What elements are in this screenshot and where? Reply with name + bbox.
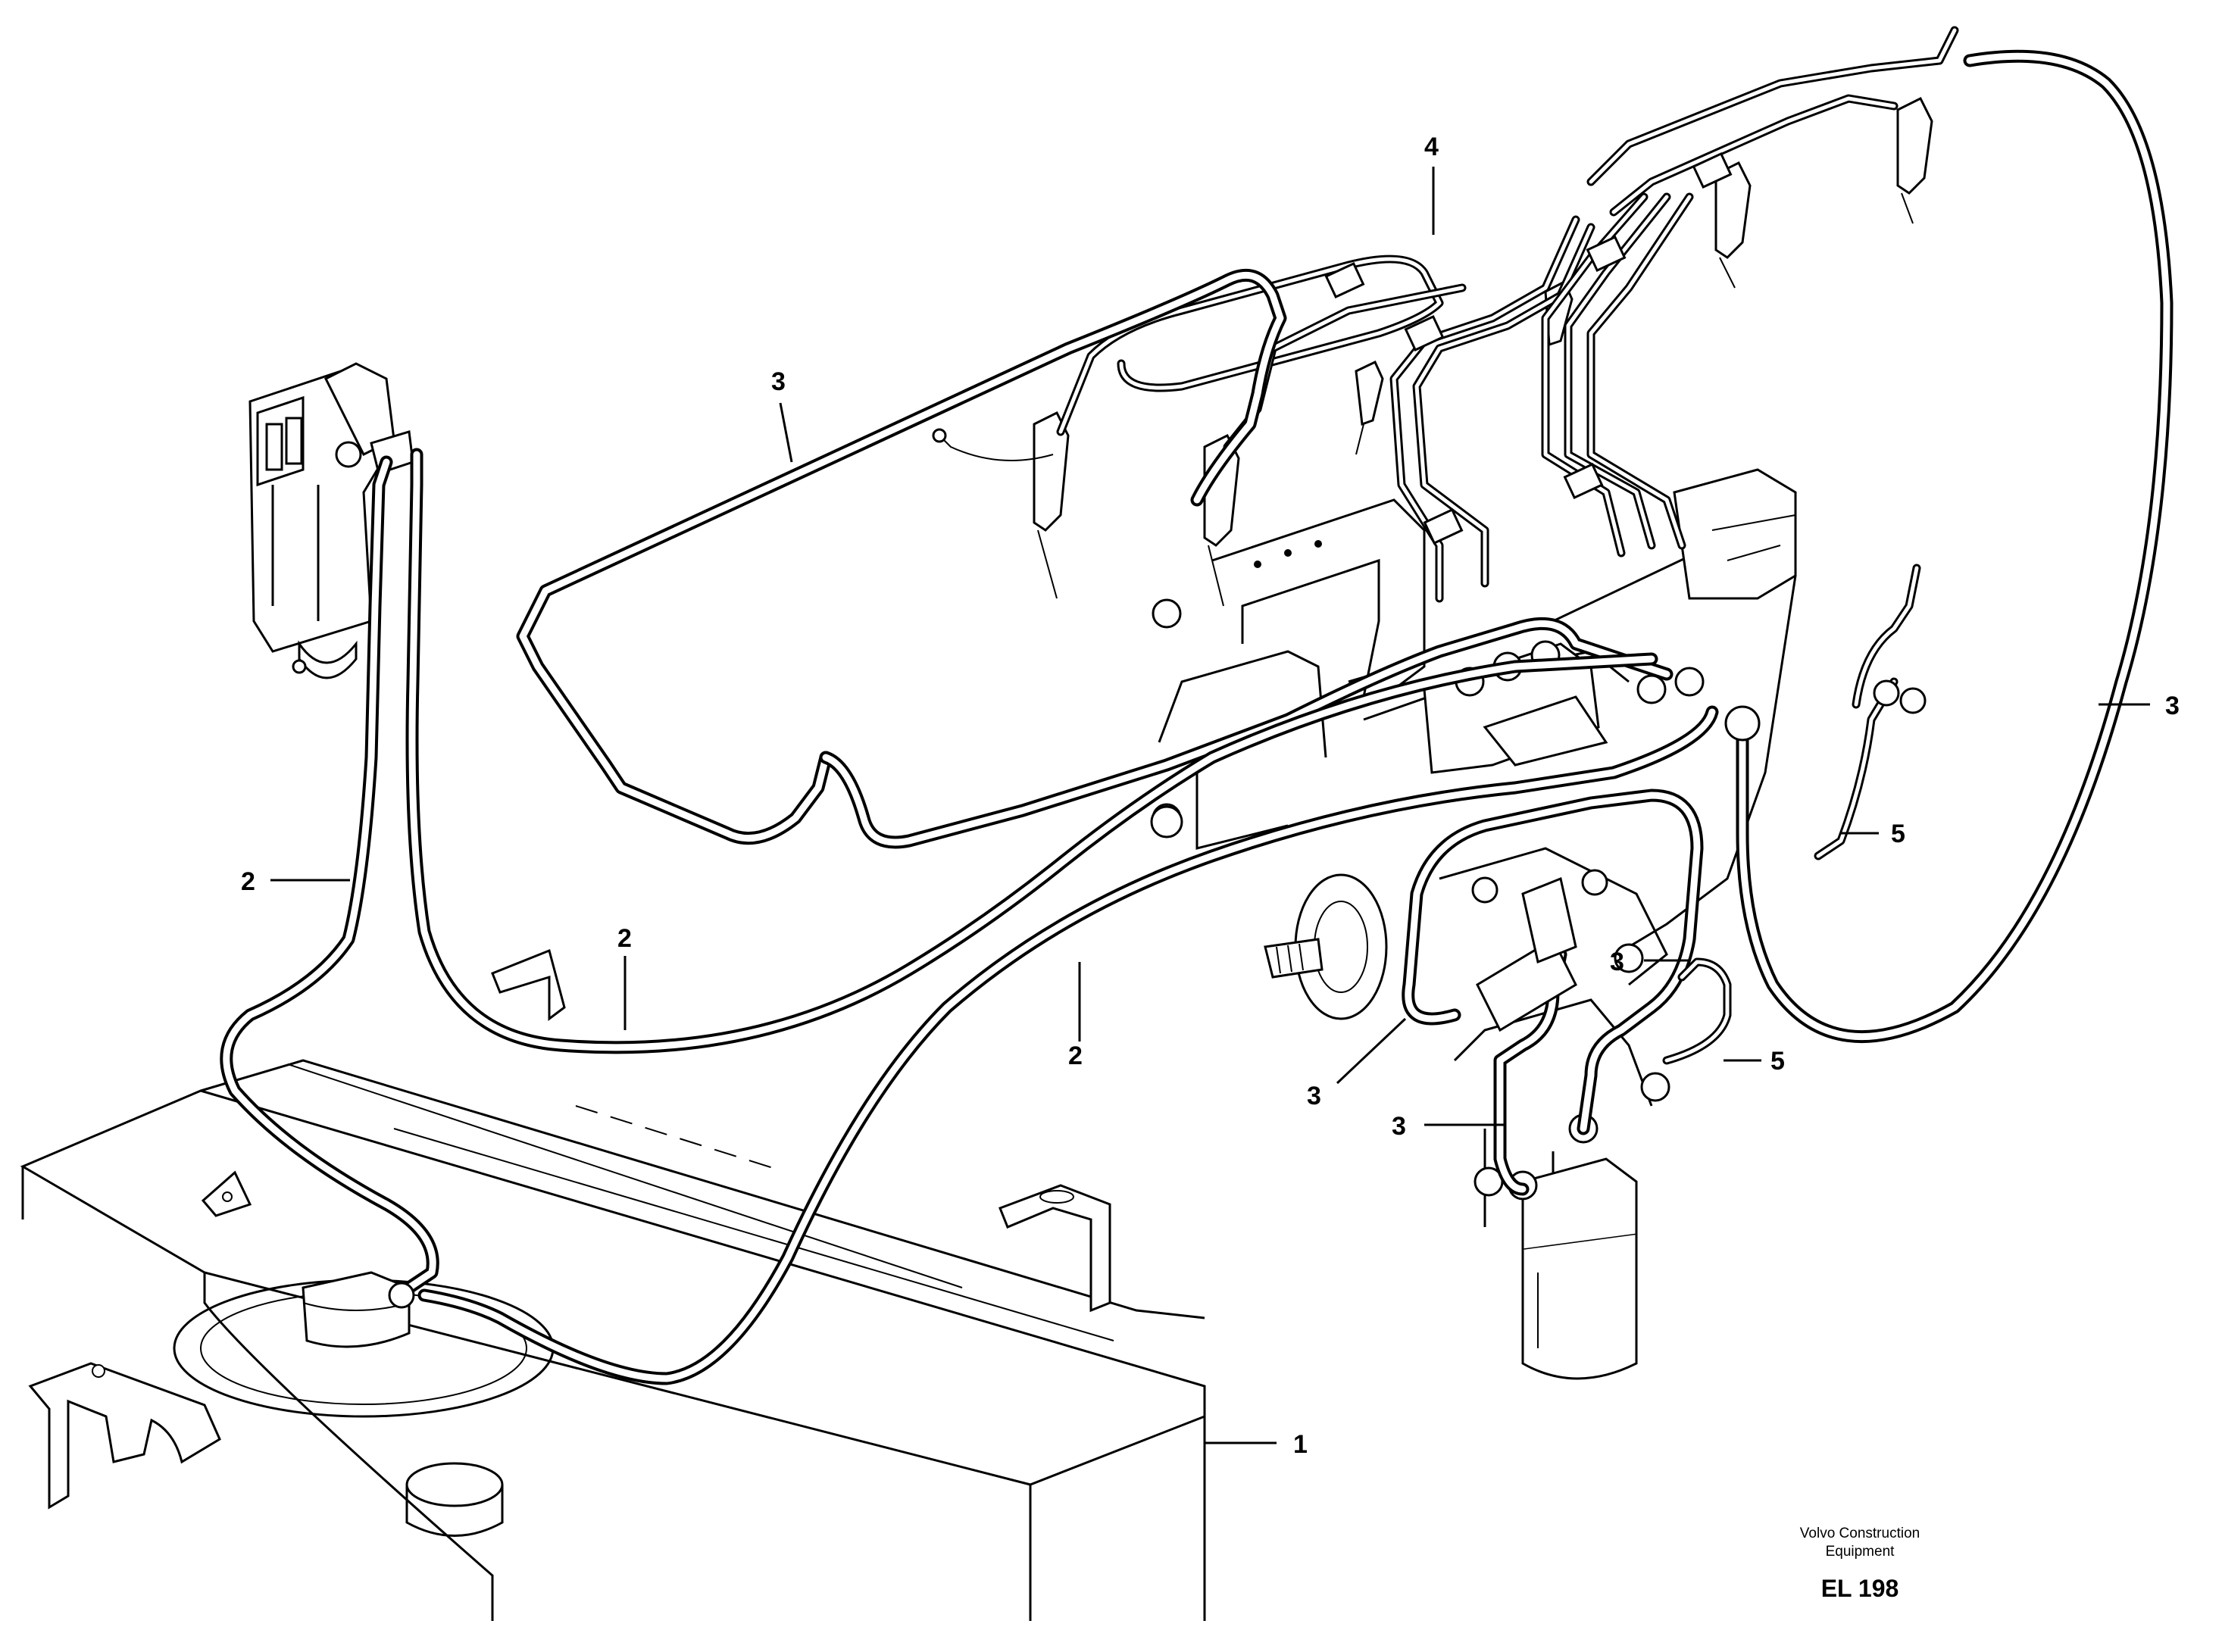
- filler-neck: [405, 1462, 504, 1507]
- leader-lines: [270, 167, 2150, 1444]
- callout-3-filter: 3: [1392, 1112, 1406, 1141]
- credit-block: Volvo Construction Equipment EL 198: [1800, 1526, 1920, 1602]
- return-line: [516, 49, 2174, 1044]
- callout-5-upper: 5: [1891, 820, 1905, 848]
- callout-3-lower-left: 3: [1307, 1082, 1321, 1110]
- fuel-tank: [20, 948, 1206, 1621]
- injection-pipes: [1056, 26, 1959, 603]
- tank-sender-unit: [302, 1271, 411, 1348]
- credit-company-line2: Equipment: [1826, 1544, 1895, 1560]
- tank-bracket-right: [998, 1184, 1111, 1313]
- callout-3-right: 3: [2165, 692, 2180, 720]
- callout-1: 1: [1293, 1430, 1308, 1459]
- fuel-prefilter: [248, 362, 414, 679]
- filter-lines: [1402, 564, 1927, 1196]
- callout-2-left: 2: [241, 867, 255, 896]
- tank-bracket-rear: [491, 948, 566, 1021]
- callout-4: 4: [1424, 133, 1439, 161]
- callout-3-pump: 3: [1610, 948, 1624, 976]
- callout-2-middle: 2: [617, 924, 632, 953]
- relay-box: [1673, 468, 1797, 600]
- callout-labels: 1 2 2 2 3 3 3 3 3 4 5 5: [241, 133, 2180, 1459]
- drawing-code: EL 198: [1821, 1575, 1899, 1602]
- callout-5-lower: 5: [1770, 1047, 1785, 1076]
- callout-3-return-loop: 3: [771, 367, 786, 396]
- fuel-hoses: [220, 448, 1719, 1385]
- callout-2-lower: 2: [1068, 1041, 1083, 1070]
- tank-bracket-left: [28, 1362, 221, 1510]
- credit-company: Volvo Construction: [1800, 1526, 1920, 1541]
